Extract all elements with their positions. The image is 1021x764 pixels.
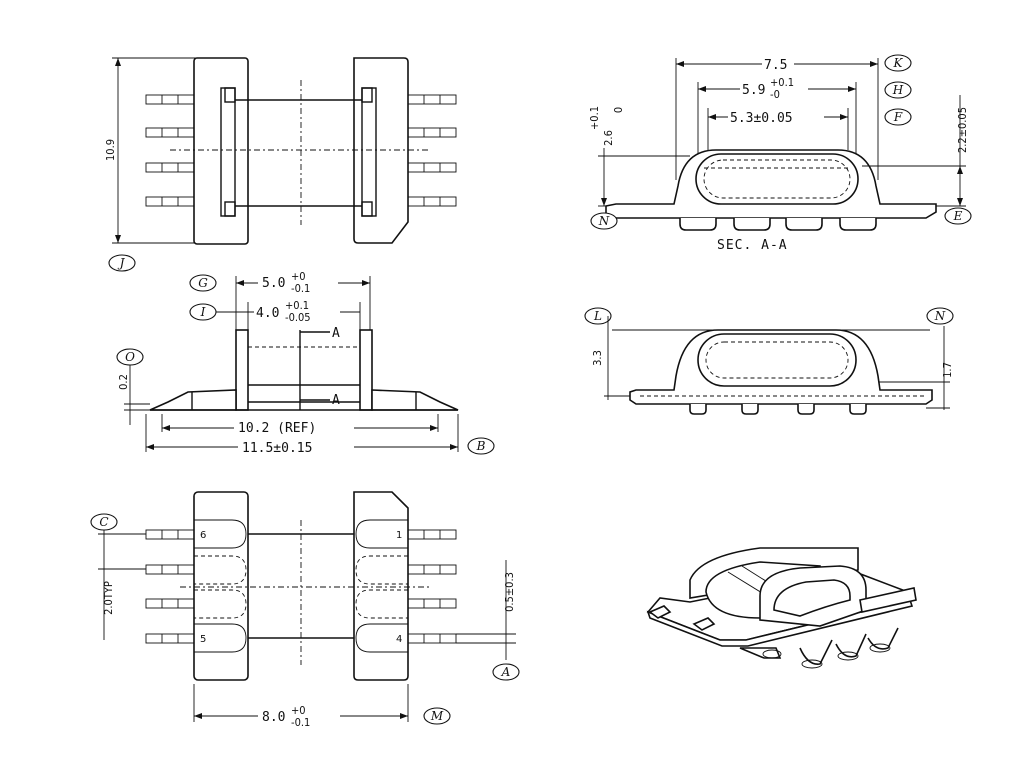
dim-f: 5.3±0.05	[730, 111, 793, 126]
tag-o: O	[125, 350, 135, 364]
bottom-view: 6 1 5 4 C 2	[90, 491, 520, 729]
tol-h-dn: -0	[770, 88, 780, 101]
dim-h: 5.9	[742, 83, 765, 98]
dim-pitch: 2.0TYP	[102, 581, 115, 615]
dim-l: 3.3	[591, 350, 604, 366]
tag-e: E	[953, 209, 963, 223]
tol-m-up: +0	[291, 704, 306, 717]
section-title: SEC. A-A	[717, 238, 788, 253]
pin-5: 5	[200, 634, 206, 645]
dim-o: 0.2	[117, 374, 130, 390]
tag-c: C	[99, 515, 108, 529]
tag-j: J	[117, 256, 126, 270]
tag-n: N	[934, 309, 946, 323]
pin-1: 1	[396, 530, 402, 541]
tol-i-up: +0.1	[285, 299, 309, 312]
tag-g: G	[198, 276, 208, 290]
pin-4: 4	[396, 634, 402, 645]
tag-n-left: N	[598, 214, 610, 228]
tol-i-dn: -0.05	[285, 311, 311, 324]
front-view: G 5.0 +0 -0.1 I 4.0 +0.1 -0.05 A A	[116, 270, 495, 456]
cut-a-top: A	[332, 326, 340, 341]
side-view: L N 3.3 1.7	[584, 307, 954, 415]
dim-a: 0.5±0.3	[503, 572, 516, 612]
dim-i: 4.0	[256, 306, 279, 321]
tol-left-up: +0.1	[588, 106, 601, 130]
dim-g: 5.0	[262, 276, 285, 291]
pin-6: 6	[200, 530, 206, 541]
dim-b: 11.5±0.15	[242, 441, 312, 456]
dim-e: 2.2±0.05	[956, 107, 969, 153]
dim-top-height: 10.9	[104, 139, 117, 161]
section-view: 7.5 K 5.9 +0.1 -0 H 5.3±0.05 F	[588, 54, 972, 253]
tag-m: M	[430, 709, 444, 723]
tol-g-dn: -0.1	[291, 282, 310, 295]
tag-h: H	[892, 83, 904, 97]
dim-left: 2.6	[602, 130, 615, 146]
tol-left-dn: 0	[612, 107, 625, 113]
top-view: 10.9 J	[104, 57, 457, 272]
tol-g-up: +0	[291, 270, 306, 283]
tag-b: B	[476, 439, 486, 453]
dim-ref: 10.2 (REF)	[238, 421, 316, 436]
dim-k: 7.5	[764, 58, 787, 73]
isometric-view	[646, 547, 917, 669]
dim-m: 8.0	[262, 710, 285, 725]
tol-h-up: +0.1	[770, 76, 794, 89]
tag-i: I	[200, 305, 206, 319]
tag-k: K	[893, 56, 904, 70]
tag-f: F	[893, 110, 903, 124]
tol-m-dn: -0.1	[291, 716, 310, 729]
cut-a-bottom: A	[332, 393, 340, 408]
dim-n: 1.7	[941, 362, 954, 378]
tag-l: L	[593, 309, 602, 323]
tag-a: A	[501, 665, 511, 679]
